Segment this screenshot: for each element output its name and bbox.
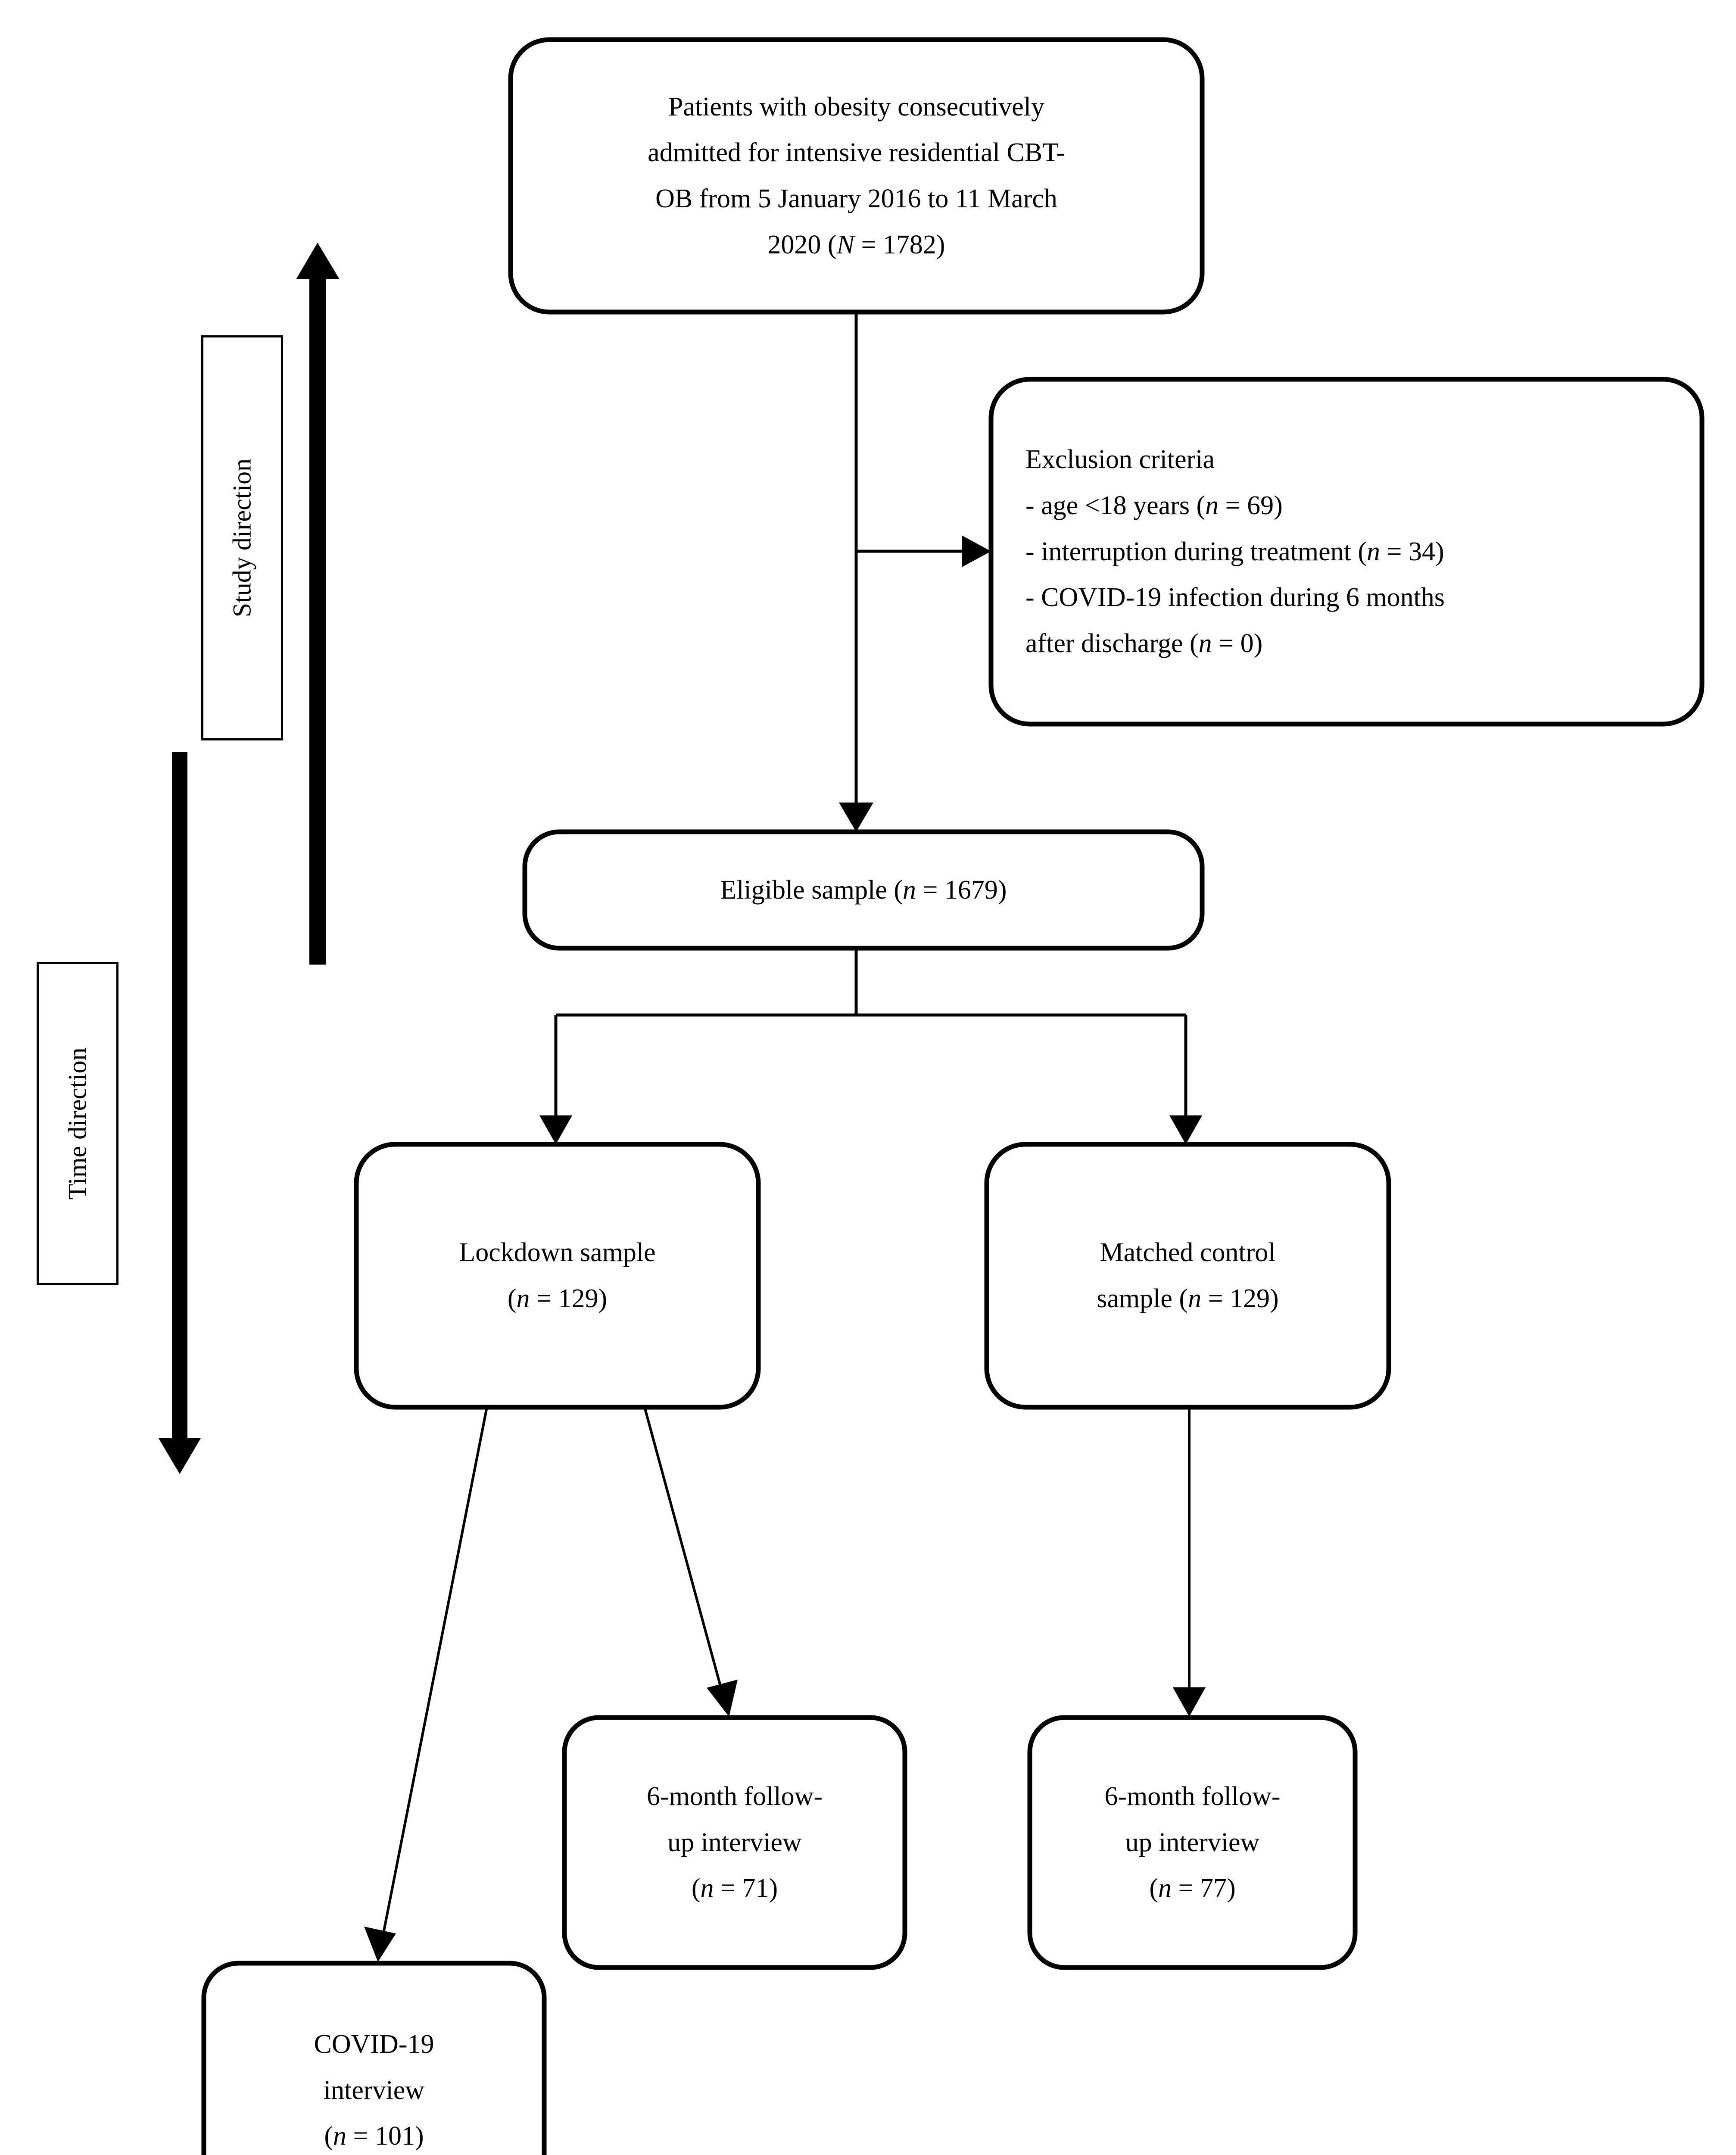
arrowhead-lockdown-to-covid-interview — [364, 1927, 396, 1962]
time-direction-arrow — [159, 752, 201, 1474]
arrowhead-matched-control-to-followup — [1173, 1687, 1206, 1717]
side-label-study-direction-text: Study direction — [228, 458, 256, 618]
arrowhead-enrollment-to-eligible — [839, 803, 873, 832]
node-box-matched-control — [984, 1142, 1391, 1410]
side-label-time-direction: Time direction — [37, 962, 118, 1285]
edge-lockdown-to-covid-interview — [381, 1407, 488, 1940]
arrowhead-enrollment-to-exclusion — [962, 535, 991, 567]
node-box-eligible — [522, 829, 1205, 951]
arrowhead-bus-to-lockdown — [539, 1115, 572, 1144]
arrowhead-lockdown-to-followup — [707, 1680, 738, 1717]
node-box-followup-control — [1027, 1715, 1358, 1970]
edge-lockdown-to-followup — [643, 1407, 724, 1694]
side-label-time-direction-text: Time direction — [63, 1047, 92, 1200]
node-box-covid-interview — [201, 1961, 547, 2155]
node-box-followup-lockdown — [562, 1715, 907, 1970]
node-box-exclusion — [988, 377, 1705, 727]
side-label-study-direction: Study direction — [201, 335, 283, 740]
study-direction-arrow — [296, 243, 340, 965]
node-box-enrollment — [508, 37, 1205, 315]
node-box-lockdown — [354, 1142, 761, 1410]
arrowhead-bus-to-matched-control — [1169, 1115, 1202, 1144]
